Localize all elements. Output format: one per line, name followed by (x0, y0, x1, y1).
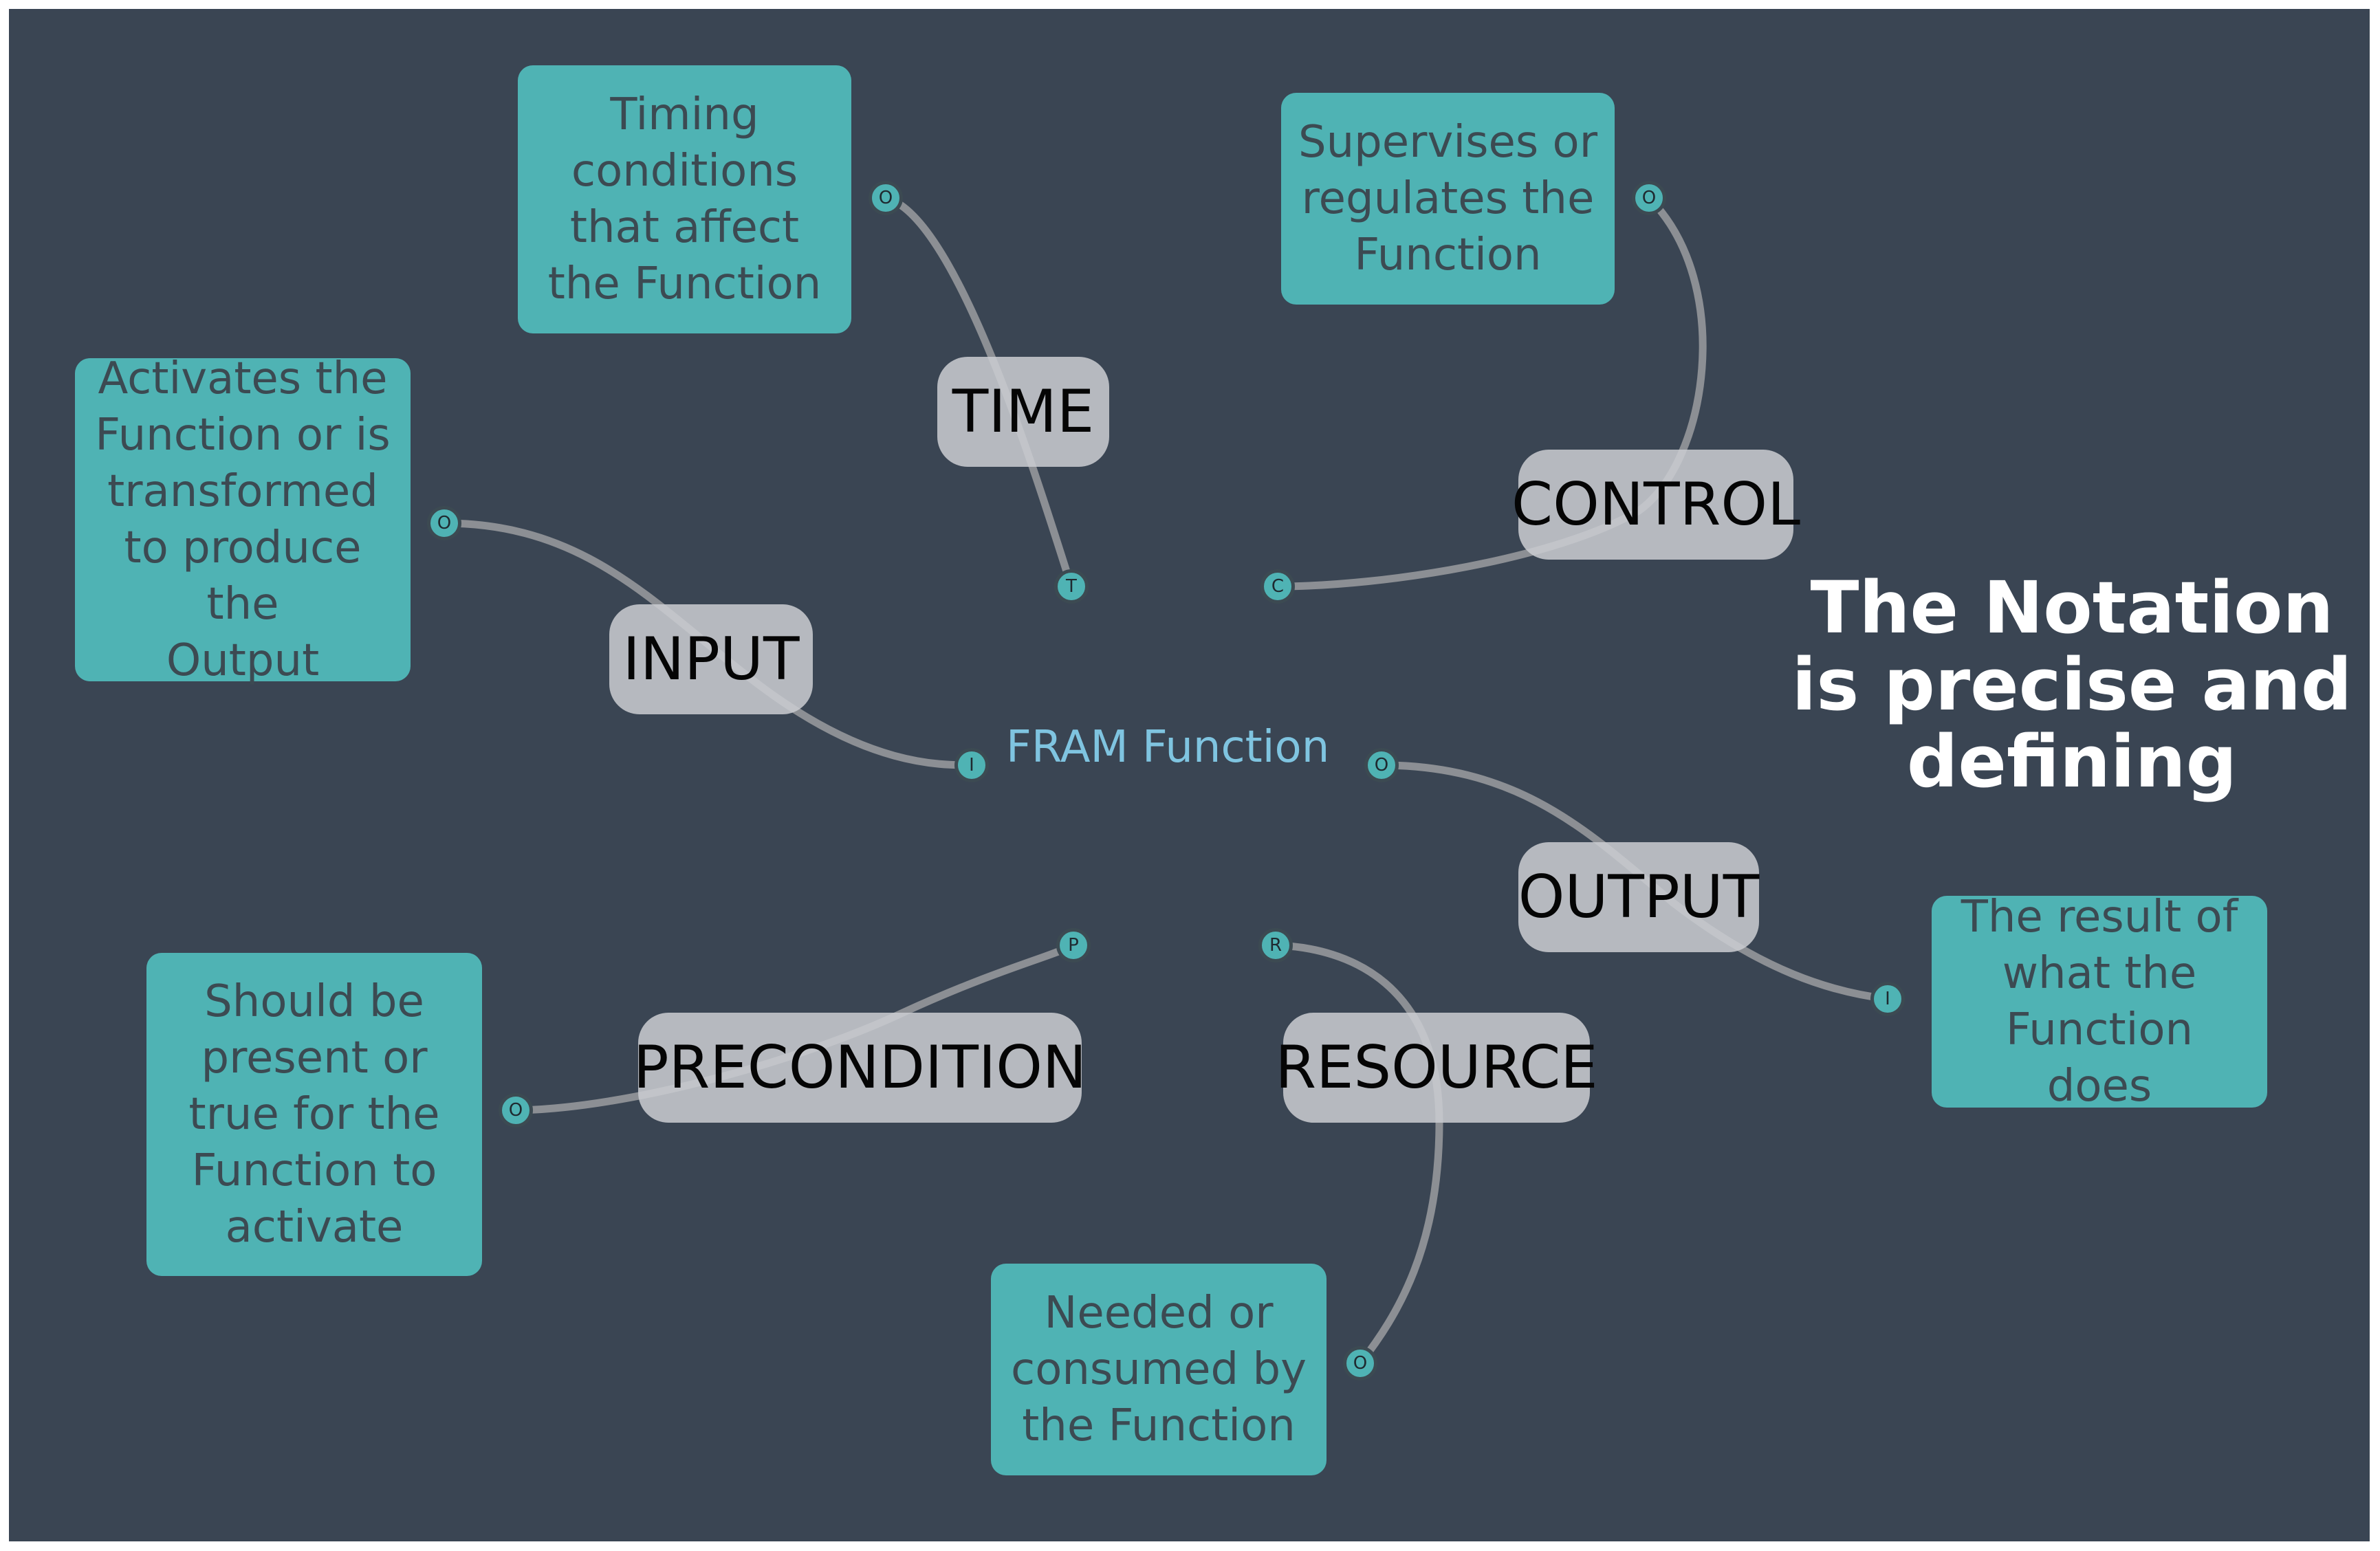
control-label: CONTROL (1511, 450, 1800, 560)
output-description-box: The result of what the Function does (1932, 892, 2267, 1112)
time-description-box: Timing conditions that affect the Functi… (518, 65, 851, 333)
control-description-box: Supervises or regulates the Function (1281, 93, 1615, 305)
function-port-precondition[interactable]: P (1056, 928, 1091, 962)
precondition-description-box: Should be present or true for the Functi… (146, 953, 482, 1276)
output-label: OUTPUT (1518, 842, 1759, 952)
precondition-source-port[interactable]: O (499, 1093, 533, 1128)
precondition-label: PRECONDITION (633, 1013, 1087, 1123)
output-target-port[interactable]: I (1870, 982, 1905, 1016)
time-label: TIME (937, 357, 1109, 467)
function-port-time[interactable]: T (1054, 569, 1089, 604)
input-description-box: Activates the Function or is transformed… (75, 353, 411, 686)
function-port-resource[interactable]: R (1258, 928, 1293, 962)
resource-label: RESOURCE (1275, 1013, 1598, 1123)
input-source-port[interactable]: O (427, 506, 461, 540)
control-source-port[interactable]: O (1632, 181, 1666, 215)
input-label: INPUT (609, 604, 813, 714)
function-port-control[interactable]: C (1260, 569, 1295, 604)
resource-description-box: Needed or consumed by the Function (991, 1264, 1327, 1475)
headline-text: The Notation is precise and defining (1791, 566, 2352, 804)
function-port-input[interactable]: I (954, 748, 989, 782)
time-source-port[interactable]: O (869, 181, 903, 215)
fram-function-label: FRAM Function (1006, 722, 1330, 773)
fram-diagram: Timing conditions that affect the Functi… (9, 9, 2370, 1541)
resource-source-port[interactable]: O (1343, 1346, 1377, 1380)
function-port-output[interactable]: O (1364, 748, 1399, 782)
